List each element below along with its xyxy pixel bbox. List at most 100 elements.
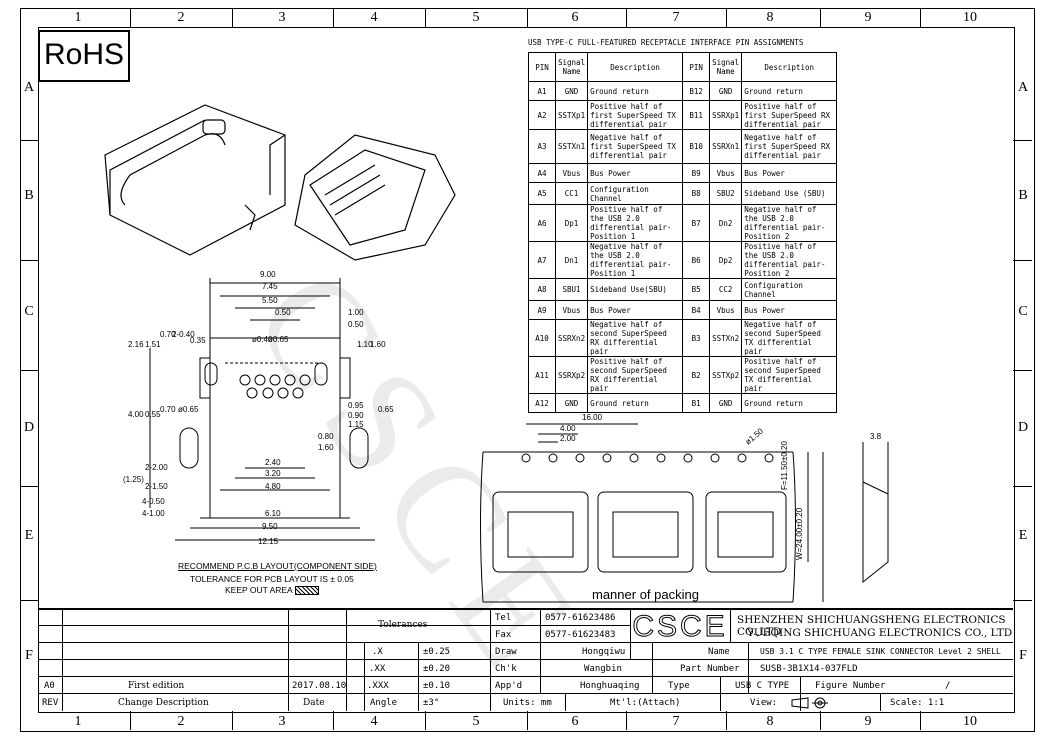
- table-cell: Positive half of first SuperSpeed TX dif…: [587, 100, 684, 130]
- table-cell: Positive half of second SuperSpeed RX di…: [587, 356, 684, 394]
- rohs-logo: RoHS: [38, 30, 130, 82]
- title-block-line: [38, 659, 490, 660]
- zone-divider: [20, 260, 39, 261]
- table-cell: Positive half of second SuperSpeed TX di…: [741, 356, 838, 394]
- title-block-line: [38, 676, 490, 677]
- title-block-line: [490, 625, 630, 626]
- zone-col-3-top: 3: [278, 10, 286, 25]
- zone-divider: [1013, 140, 1032, 141]
- rev-description: First edition: [128, 681, 185, 691]
- table-cell: Configuration Channel: [741, 278, 838, 301]
- title-block-line: [38, 642, 490, 643]
- table-cell: B8: [682, 182, 711, 205]
- zone-col-7-top: 7: [672, 10, 680, 25]
- dim-1-51: 1.51: [145, 340, 161, 349]
- table-cell: SSRXn2: [554, 319, 589, 357]
- part-number: SUSB-3B1X14-037FLD: [760, 664, 858, 674]
- zone-row-B-left: B: [24, 188, 34, 203]
- feed-f-dimension: F=11.50±0.20: [780, 441, 789, 490]
- table-cell: Sideband Use (SBU): [741, 182, 838, 205]
- table-cell: B11: [682, 100, 711, 130]
- zone-row-C-right: C: [1018, 304, 1028, 319]
- title-block-line: [748, 642, 749, 693]
- table-cell: Bus Power: [587, 300, 684, 320]
- zone-col-3-bottom: 3: [278, 714, 286, 729]
- zone-row-F-left: F: [25, 648, 33, 663]
- zone-divider: [820, 711, 821, 730]
- zone-col-6-bottom: 6: [571, 714, 579, 729]
- pcb-layout-drawing: [149, 278, 375, 541]
- table-cell: B4: [682, 300, 711, 320]
- table-cell: SSRXn1: [709, 129, 743, 164]
- table-cell: Ground return: [587, 81, 684, 101]
- zone-col-1-top: 1: [74, 10, 82, 25]
- table-cell: Negative half of first SuperSpeed RX dif…: [741, 129, 838, 164]
- figure-number: /: [945, 681, 951, 691]
- dim-dia-0-65-b: ø0.65: [178, 405, 199, 414]
- packing-drawing: [480, 423, 889, 603]
- zone-col-7-bottom: 7: [672, 714, 680, 729]
- table-cell: CC2: [709, 278, 743, 301]
- zone-divider: [20, 140, 39, 141]
- zone-divider: [726, 711, 727, 730]
- title-block-line: [418, 642, 419, 711]
- zone-divider: [626, 711, 627, 730]
- dim-0-70: 0.70: [160, 330, 176, 339]
- table-cell: Dp2: [709, 241, 743, 279]
- dim-12-15: 12.15: [258, 537, 279, 546]
- table-cell: B5: [682, 278, 711, 301]
- zone-divider: [333, 8, 334, 27]
- table-cell: Vbus: [709, 163, 743, 183]
- table-cell: B6: [682, 241, 711, 279]
- table-cell: Positive half of the USB 2.0 differentia…: [587, 204, 684, 242]
- table-cell: A2: [528, 100, 556, 130]
- table-cell: Vbus: [709, 300, 743, 320]
- title-block-line: [490, 676, 1013, 677]
- zone-divider: [232, 8, 233, 27]
- units-text: Units: mm: [503, 698, 552, 708]
- check-label: Ch'k: [495, 664, 517, 674]
- dim-2-0-40: 2-0.40: [172, 330, 195, 339]
- table-cell: B3: [682, 319, 711, 357]
- dim-0-90: 0.90: [348, 411, 364, 420]
- table-cell: Bus Power: [741, 300, 838, 320]
- dim-4-00: 4.00: [128, 410, 144, 419]
- approved-name: Honghuaqing: [580, 681, 640, 691]
- zone-col-10-top: 10: [963, 10, 977, 25]
- table-cell: CC1: [554, 182, 589, 205]
- title-block-line: [490, 659, 1013, 660]
- pin-table-header: Description: [741, 52, 838, 82]
- zone-divider: [626, 8, 627, 27]
- keepout-note: KEEP OUT AREA: [225, 585, 319, 596]
- dim-0-80: 0.80: [318, 432, 334, 441]
- table-cell: A12: [528, 393, 556, 413]
- title-block-line: [38, 625, 490, 626]
- dim-9-50: 9.50: [262, 522, 278, 531]
- dim-5-50: 5.50: [262, 296, 278, 305]
- zone-divider: [333, 711, 334, 730]
- table-cell: Vbus: [554, 163, 589, 183]
- zone-col-10-bottom: 10: [963, 714, 977, 729]
- dim-0-55: 0.55: [145, 410, 161, 419]
- zone-row-E-left: E: [24, 528, 34, 543]
- table-cell: A11: [528, 356, 556, 394]
- dim-0-50-top: 0.50: [275, 308, 291, 317]
- zone-divider: [1013, 600, 1032, 601]
- name-label: Name: [708, 647, 730, 657]
- title-block-line: [800, 676, 801, 711]
- tol-x-value: ±0.25: [423, 647, 451, 657]
- keepout-hatch-icon: [294, 586, 319, 596]
- table-cell: SSRXp2: [554, 356, 589, 394]
- zone-col-9-bottom: 9: [864, 714, 872, 729]
- tape-thickness-3-8: 3.8: [870, 432, 882, 441]
- pin-table-header: PIN: [682, 52, 711, 82]
- table-cell: Ground return: [587, 393, 684, 413]
- table-cell: Negative half of second SuperSpeed RX di…: [587, 319, 684, 357]
- title-block-line: [652, 642, 653, 693]
- title-block-line: [490, 608, 491, 711]
